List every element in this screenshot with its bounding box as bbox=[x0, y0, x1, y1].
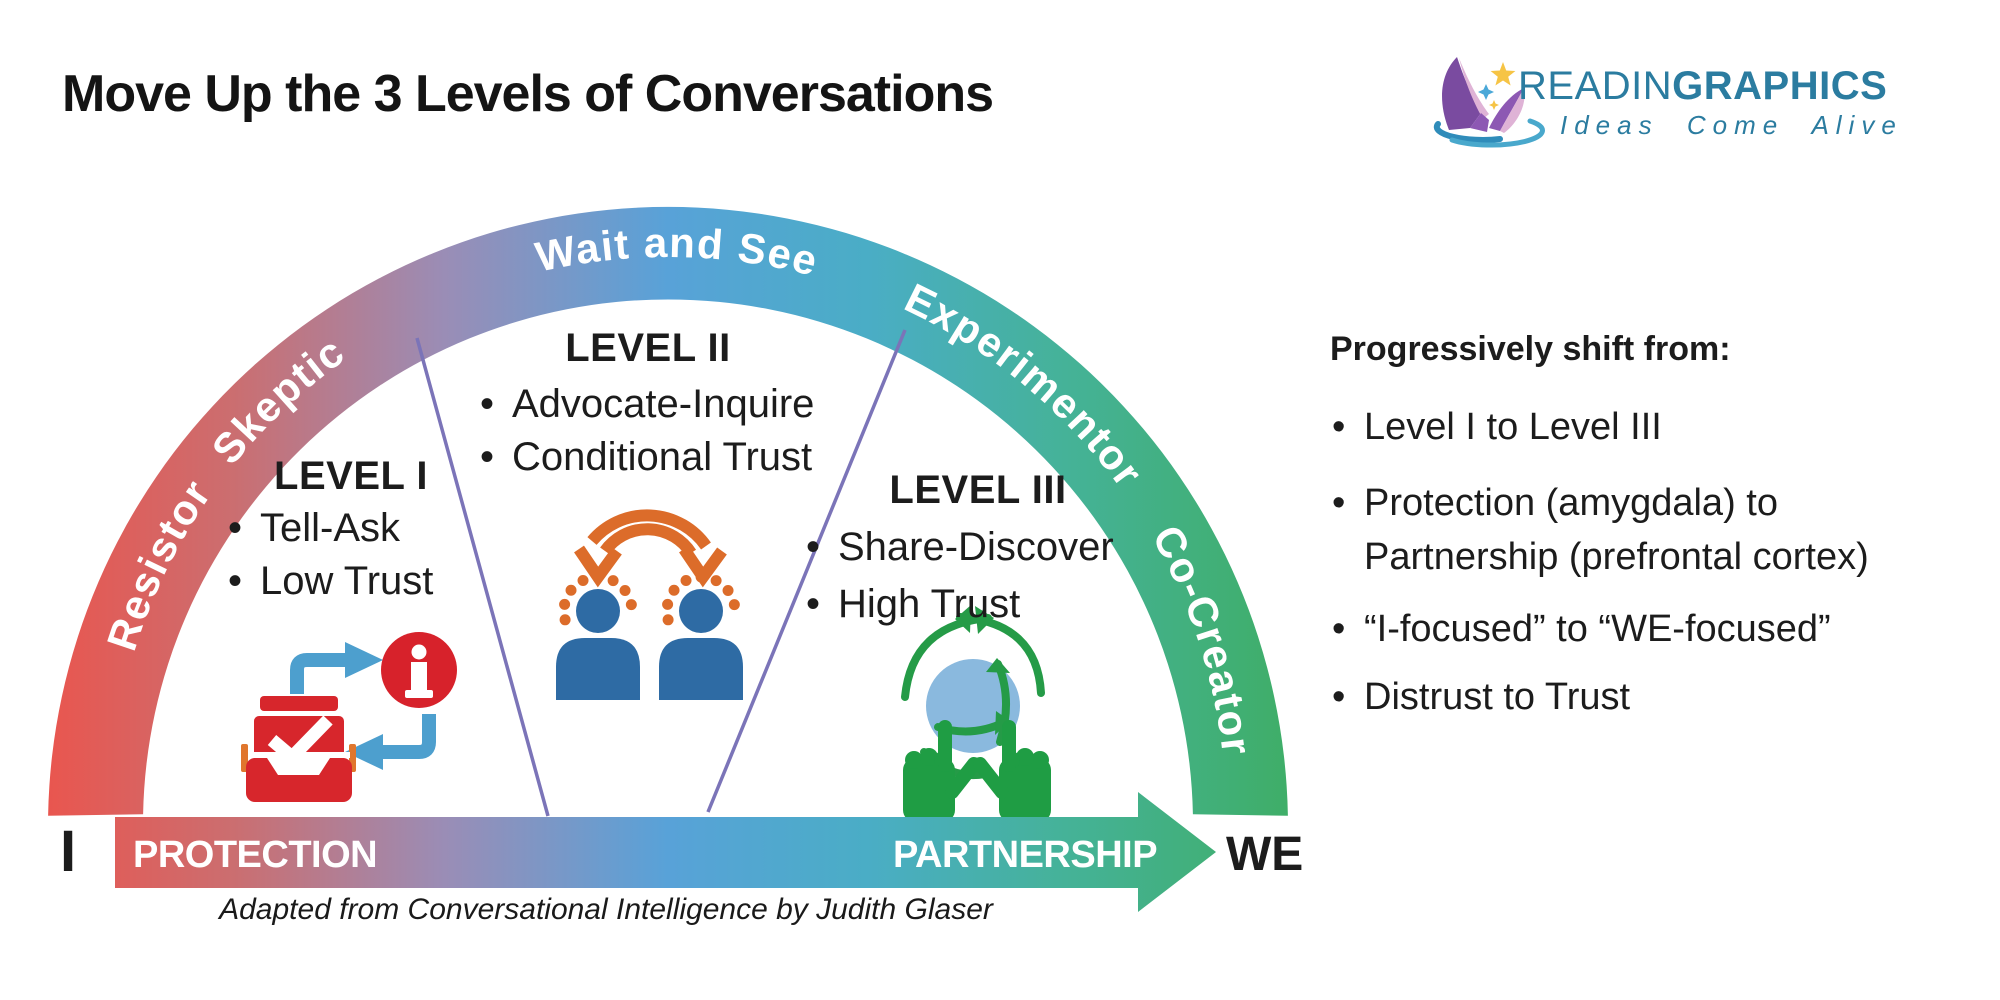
person-icon bbox=[659, 589, 743, 700]
idea-dots-halo bbox=[558, 571, 638, 626]
protection-zone-label: PROTECTION bbox=[133, 834, 378, 876]
level1-bullet: Tell-Ask bbox=[228, 505, 433, 551]
level3-bullet: Share-Discover bbox=[806, 524, 1114, 570]
side-panel-bullet: Distrust to Trust bbox=[1330, 670, 1904, 724]
conversation-stages-arch bbox=[48, 206, 1288, 816]
side-panel-bullet: Protection (amygdala) to Partnership (pr… bbox=[1330, 476, 1904, 584]
partnership-zone-label: PARTNERSHIP bbox=[893, 834, 1158, 876]
right-hand-icon bbox=[973, 720, 1051, 822]
level2-bullet: Conditional Trust bbox=[480, 434, 814, 480]
side-panel-bullet: “I-focused” to “WE-focused” bbox=[1330, 602, 1904, 656]
left-hand-icon bbox=[903, 720, 981, 822]
source-caption: Adapted from Conversational Intelligence… bbox=[219, 893, 993, 926]
star-icon bbox=[1490, 62, 1516, 86]
brand-name-bold: GRAPHICS bbox=[1672, 64, 1888, 108]
level1-heading: LEVEL I bbox=[274, 454, 428, 498]
checked-inbox-icon bbox=[241, 696, 356, 802]
idea-dots-halo bbox=[661, 571, 741, 626]
axis-end-label: WE bbox=[1226, 828, 1304, 881]
protection-partnership-arrow bbox=[115, 792, 1216, 912]
arrow-left-icon bbox=[345, 734, 383, 770]
info-icon bbox=[381, 632, 457, 708]
axis-start-label: I bbox=[60, 819, 77, 884]
level2-bullet: Advocate-Inquire bbox=[480, 381, 814, 427]
level2-heading: LEVEL II bbox=[565, 326, 731, 370]
tell-ask-cycle-icon bbox=[241, 632, 457, 802]
side-panel-heading: Progressively shift from: bbox=[1330, 330, 1731, 368]
divider-level1-level2 bbox=[415, 337, 550, 817]
advocate-inquire-people-icon bbox=[556, 509, 743, 700]
level3-bullets: Share-Discover High Trust bbox=[806, 524, 1114, 638]
level1-bullets: Tell-Ask Low Trust bbox=[228, 505, 433, 611]
level3-bullet: High Trust bbox=[806, 581, 1114, 627]
level1-bullet: Low Trust bbox=[228, 558, 433, 604]
arrow-right-icon bbox=[345, 642, 383, 678]
page-title: Move Up the 3 Levels of Conversations bbox=[62, 65, 994, 123]
arch-stage-label-experimentor: Experimentor bbox=[898, 274, 1153, 496]
readinggraphics-book-logo bbox=[1433, 57, 1545, 148]
brand-tagline: Ideas Come Alive bbox=[1560, 110, 1903, 140]
sparkle-icon bbox=[1489, 100, 1499, 110]
level3-heading: LEVEL III bbox=[889, 468, 1067, 512]
level2-bullets: Advocate-Inquire Conditional Trust bbox=[480, 381, 814, 487]
side-panel-bullet: Level I to Level III bbox=[1330, 400, 1904, 454]
brand-name-light: READIN bbox=[1518, 64, 1673, 108]
sparkle-icon bbox=[1478, 84, 1494, 100]
divider-level2-level3 bbox=[706, 329, 907, 813]
brand-wordmark: READINGRAPHICS bbox=[1518, 64, 1887, 109]
person-icon bbox=[556, 589, 640, 700]
